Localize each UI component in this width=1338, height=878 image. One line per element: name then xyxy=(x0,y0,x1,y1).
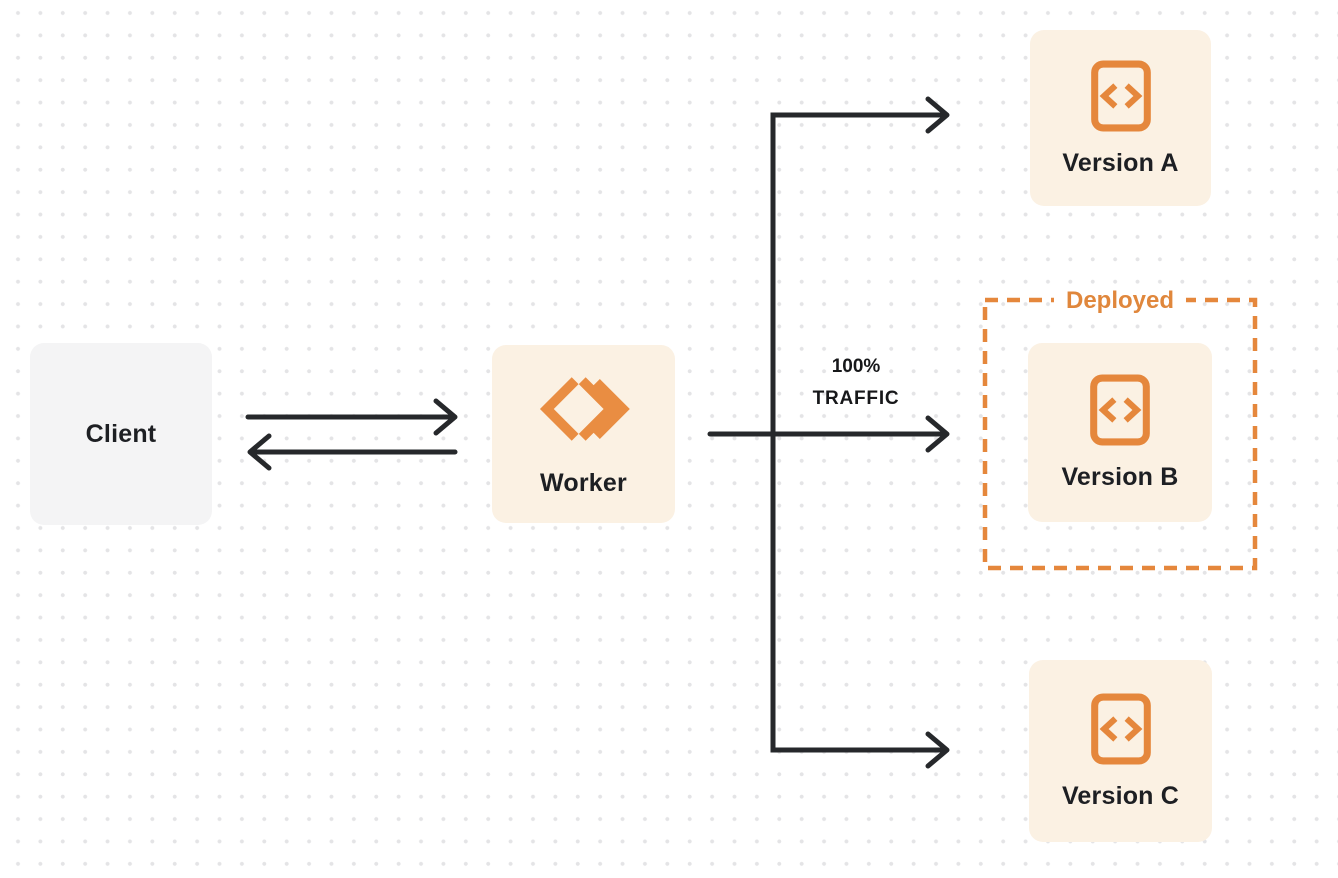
code-file-icon xyxy=(1090,374,1150,446)
worker-version-b-arrow xyxy=(707,415,950,453)
worker-version-a-arrowhead xyxy=(925,96,950,134)
version-a-node: Version A xyxy=(1030,30,1211,206)
traffic-edge-label: 100% TRAFFIC xyxy=(813,351,900,415)
version-c-label: Version C xyxy=(1061,781,1180,810)
client-node: Client xyxy=(30,343,212,525)
traffic-percentage: 100% xyxy=(831,356,881,377)
client-worker-request-arrow xyxy=(245,398,458,436)
version-c-node: Version C xyxy=(1029,660,1212,842)
deployed-badge: Deployed xyxy=(1053,287,1187,315)
version-b-label: Version B xyxy=(1061,463,1179,491)
worker-label: Worker xyxy=(540,468,627,497)
worker-version-c-arrowhead xyxy=(925,731,950,769)
worker-client-response-arrow xyxy=(247,433,458,471)
code-file-icon xyxy=(1090,693,1151,764)
traffic-word: TRAFFIC xyxy=(812,388,900,409)
cloudflare-workers-icon xyxy=(539,376,630,441)
version-b-node: Version B xyxy=(1028,343,1212,522)
worker-node: Worker xyxy=(492,345,675,523)
version-a-label: Version A xyxy=(1062,148,1179,177)
code-file-icon xyxy=(1090,60,1151,131)
client-label: Client xyxy=(85,419,157,448)
branch-trunk xyxy=(770,96,950,769)
